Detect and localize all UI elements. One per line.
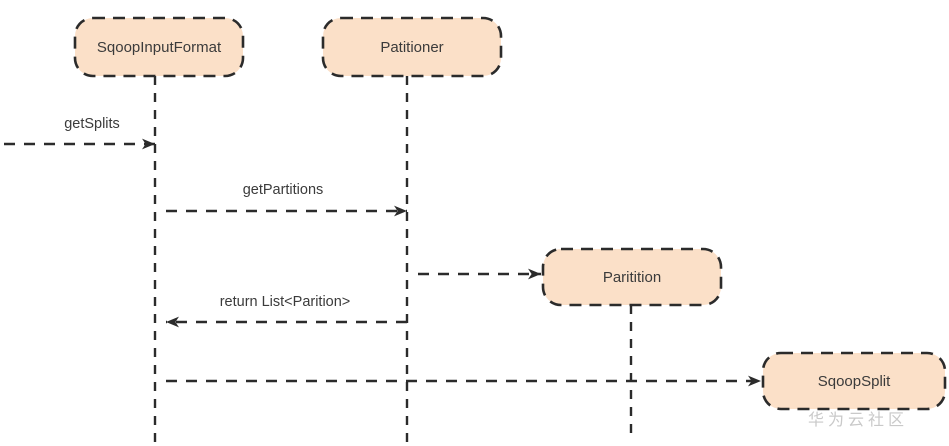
message-return-list-label: return List<Parition> bbox=[220, 294, 351, 310]
message-getpartitions-label: getPartitions bbox=[243, 182, 324, 198]
messages-group: getSplits getPartitions return List<Pari… bbox=[4, 116, 761, 387]
participant-paritition[interactable]: Paritition bbox=[541, 247, 723, 307]
participant-sqoopsplit[interactable]: SqoopSplit bbox=[761, 351, 947, 411]
participant-sqoopinputformat[interactable]: SqoopInputFormat bbox=[73, 16, 245, 78]
watermark-label: 华为云社区 bbox=[808, 410, 908, 429]
participant-paritition-label: Paritition bbox=[603, 269, 661, 286]
participants-group: SqoopInputFormat Patitioner Paritition S… bbox=[73, 16, 947, 411]
message-getsplits-label: getSplits bbox=[64, 116, 120, 132]
participant-sqoopsplit-label: SqoopSplit bbox=[818, 373, 891, 390]
participant-sqoopinputformat-label: SqoopInputFormat bbox=[97, 39, 222, 56]
message-getsplits[interactable]: getSplits bbox=[4, 116, 155, 150]
participant-patitioner-box bbox=[321, 16, 503, 78]
message-return-list[interactable]: return List<Parition> bbox=[166, 294, 407, 328]
participant-sqoopsplit-box bbox=[761, 351, 947, 411]
participant-sqoopinputformat-box bbox=[73, 16, 245, 78]
participant-patitioner[interactable]: Patitioner bbox=[321, 16, 503, 78]
lifelines-group bbox=[153, 76, 633, 446]
participant-patitioner-label: Patitioner bbox=[380, 39, 443, 56]
participant-paritition-box bbox=[541, 247, 723, 307]
message-getpartitions[interactable]: getPartitions bbox=[166, 182, 407, 217]
